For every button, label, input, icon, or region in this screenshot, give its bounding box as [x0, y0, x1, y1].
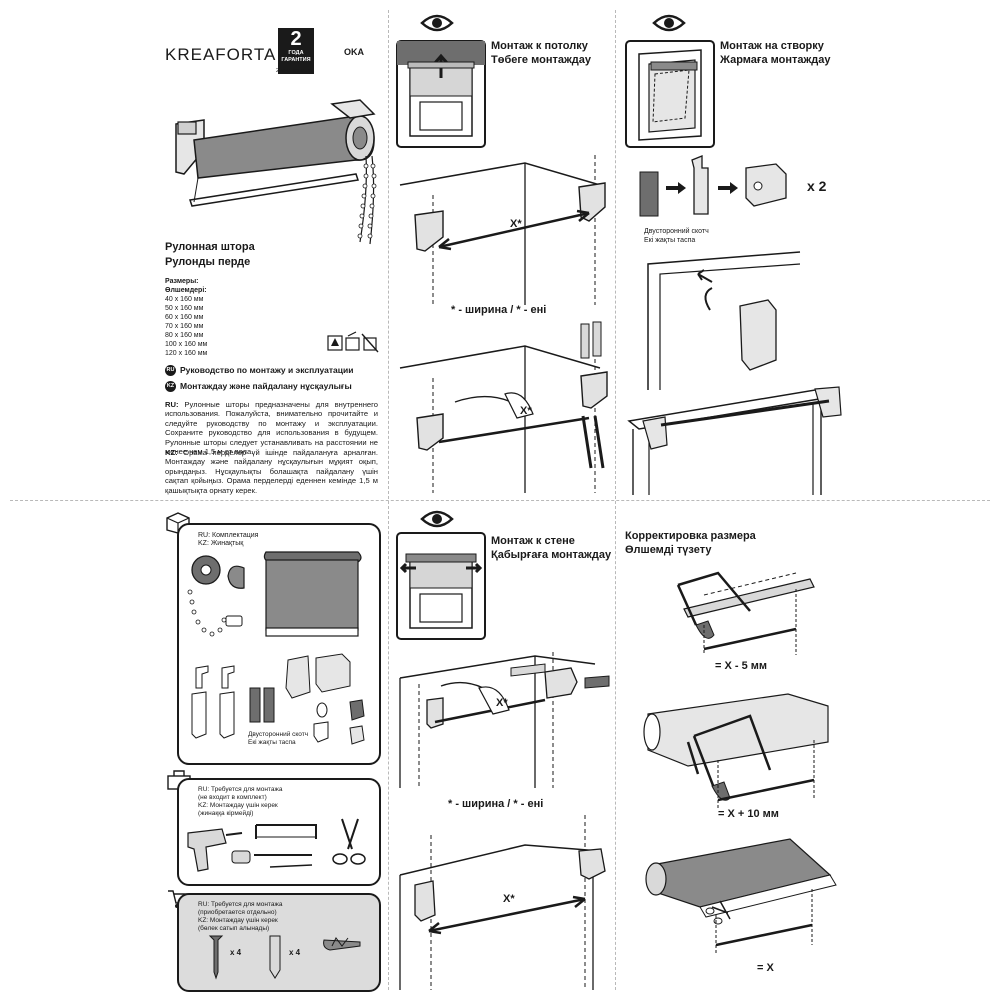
fasteners-qty-dowel: x 4: [289, 948, 301, 957]
resize-scissors-fabric: [645, 838, 837, 953]
divider-horizontal: [10, 500, 990, 501]
sash-frame-mounting: [647, 251, 801, 390]
sizes-label-kz: Өлшемдері:: [165, 287, 207, 294]
sizes-list: 40 x 160 мм 50 x 160 мм 60 x 160 мм 70 x…: [165, 295, 207, 358]
warranty-caption: 2 жыл кепілдік: [276, 68, 313, 74]
kit-label-kz: KZ: Жинақтық: [198, 540, 244, 547]
roller-blind-illustration: [175, 99, 377, 245]
guide-title-ru: RU Руководство по монтажу и эксплуатации: [165, 365, 354, 377]
resize-saw-tube: [643, 693, 829, 808]
fasteners-illustration: [208, 935, 361, 980]
fasteners-kz-1: KZ: Монтаждау үшін керек: [198, 917, 278, 924]
eye-icon: [420, 510, 454, 528]
fasteners-ru-1: RU: Требуется для монтажа: [198, 901, 283, 908]
sash-tape-kz: Екі жақты таспа: [644, 237, 696, 244]
warranty-number: 2: [290, 28, 302, 50]
sash-window-thumbnail: [625, 40, 715, 148]
sash-installed-view: [627, 386, 842, 495]
care-icons: [327, 331, 379, 353]
product-title-kz: Рулонды перде: [165, 256, 251, 268]
wall-width-note: * - ширина / * - ені: [448, 798, 544, 810]
eye-icon: [420, 14, 454, 32]
tools-ru-1: RU: Требуется для монтажа: [198, 786, 283, 793]
size-item: 100 x 160 мм: [165, 341, 208, 348]
ru-text-body: Рулонные шторы предназначены для внутрен…: [165, 400, 378, 457]
kz-badge: KZ: [165, 381, 176, 393]
resize-eq-3: = X: [757, 962, 774, 974]
sash-times-2: x 2: [807, 178, 827, 194]
kit-label-ru: RU: Комплектация: [198, 532, 259, 539]
fasteners-labels: RU: Требуется для монтажа (приобретается…: [198, 901, 282, 933]
warranty-line2: ГАРАНТИЯ: [281, 57, 311, 63]
size-item: 120 x 160 мм: [165, 350, 208, 357]
kz-text-label: KZ:: [165, 448, 178, 457]
warranty-line1: ГОДА: [288, 50, 304, 56]
product-title-ru: Рулонная штора: [165, 241, 255, 253]
ceiling-x-label-2: X*: [520, 405, 532, 417]
tools-illustration: [187, 818, 366, 872]
kz-text-body: Орама перделер үй ішінде пайдалануға арн…: [165, 448, 378, 495]
kit-contents-illustration: [187, 551, 365, 745]
kit-tape-kz: Екі жақты таспа: [248, 739, 296, 746]
wall-window-thumbnail: [396, 532, 486, 640]
guide-text-kz: KZ: Орама перделер үй ішінде пайдалануға…: [165, 448, 378, 495]
fasteners-qty-screw: x 4: [230, 948, 242, 957]
sash-tape-ru: Двусторонний скотч: [644, 228, 709, 235]
brand-logo: KREAFORTA: [165, 45, 277, 64]
ceiling-diagram-drill: [399, 321, 608, 493]
ceiling-width-note: * - ширина / * - ені: [451, 304, 547, 316]
sash-title-ru: Монтаж на створку: [720, 40, 824, 52]
model-name: OKA: [344, 47, 364, 57]
fasteners-ru-2: (приобретается отдельно): [198, 909, 277, 916]
sash-bracket-assembly: [639, 155, 787, 217]
wall-title-ru: Монтаж к стене: [491, 535, 575, 547]
eye-icon: [652, 14, 686, 32]
wall-x-label-2: X*: [503, 893, 515, 905]
size-item: 80 x 160 мм: [165, 332, 204, 339]
size-item: 50 x 160 мм: [165, 305, 204, 312]
ceiling-title-ru: Монтаж к потолку: [491, 40, 588, 52]
ceiling-window-thumbnail: [396, 40, 486, 148]
kit-tape-ru: Двусторонний скотч: [248, 731, 309, 738]
resize-saw-bar: [676, 571, 815, 655]
guide-title-ru-text: Руководство по монтажу и эксплуатации: [180, 365, 354, 375]
ceiling-title-kz: Төбеге монтаждау: [491, 54, 591, 66]
resize-title-ru: Корректировка размера: [625, 530, 756, 542]
resize-title-kz: Өлшемді түзету: [625, 544, 712, 556]
size-item: 60 x 160 мм: [165, 314, 204, 321]
ru-badge: RU: [165, 365, 176, 377]
guide-title-kz: KZ Монтаждау және пайдалану нұсқаулығы: [165, 381, 352, 393]
tools-kz-1: KZ: Монтаждау үшін керек: [198, 802, 278, 809]
size-item: 40 x 160 мм: [165, 296, 204, 303]
size-item: 70 x 160 мм: [165, 323, 204, 330]
wall-diagram-measure: [399, 815, 606, 990]
ceiling-x-label: X*: [510, 218, 522, 230]
tools-ru-2: (не входит в комплект): [198, 794, 267, 801]
guide-text-ru: RU: Рулонные шторы предназначены для вну…: [165, 400, 378, 456]
sash-title-kz: Жармаға монтаждау: [720, 54, 831, 66]
wall-title-kz: Қабырғаға монтаждау: [491, 549, 612, 561]
wall-diagram-drill: [399, 652, 610, 788]
tools-labels: RU: Требуется для монтажа (не входит в к…: [198, 786, 282, 818]
warranty-badge: 2 ГОДА ГАРАНТИЯ: [278, 28, 314, 74]
fasteners-kz-2: (бөлек сатып алынады): [198, 925, 270, 932]
resize-eq-2: = X + 10 мм: [718, 808, 779, 820]
ceiling-diagram-top: [399, 155, 606, 305]
wall-x-label: X*: [496, 697, 508, 709]
tools-kz-2: (жинаққа кірмейді): [198, 810, 254, 817]
guide-title-kz-text: Монтаждау және пайдалану нұсқаулығы: [180, 381, 352, 391]
resize-eq-1: = X - 5 мм: [715, 660, 768, 672]
sizes-label-ru: Размеры:: [165, 278, 199, 285]
ru-text-label: RU:: [165, 400, 179, 409]
